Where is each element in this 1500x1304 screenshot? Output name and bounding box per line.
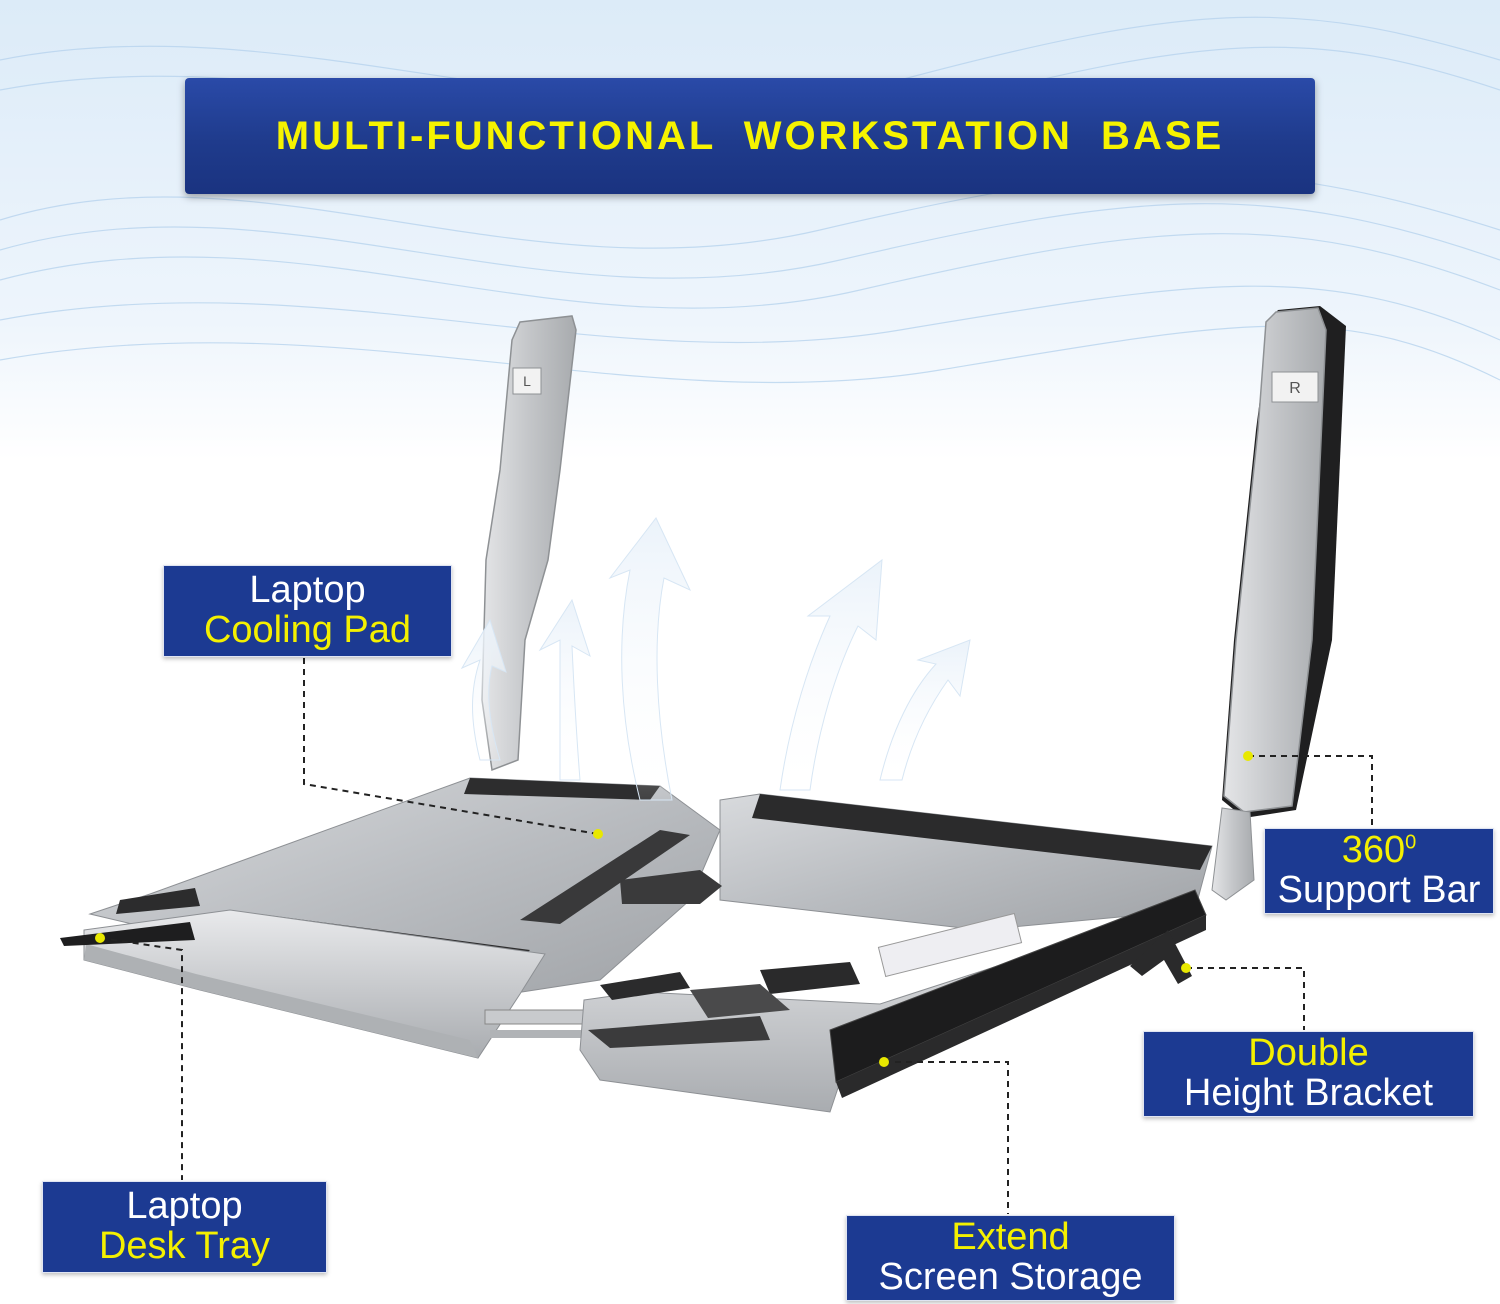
callout-cooling-pad-line1: Laptop [249,569,366,612]
callout-screen-storage-line2: Screen Storage [878,1256,1143,1298]
callout-desk-tray-line2: Desk Tray [98,1225,271,1267]
marker-dot-icon [879,1057,889,1067]
airflow-arrows [460,517,971,801]
airflow-arrow-icon [460,618,507,761]
workstation-base-body [60,777,1213,1113]
callout-height-bracket-line2: Height Bracket [1183,1072,1434,1114]
marker-dot-icon [1181,963,1191,973]
callout-screen-storage: Extend Screen Storage [846,1215,1175,1301]
right-support-arm: R [1211,306,1346,901]
callout-support-bar-line2: Support Bar [1277,869,1481,911]
leader-line-screen-storage [884,1061,1009,1214]
airflow-arrow-icon [538,598,591,781]
callout-screen-storage-line1: Extend [951,1216,1070,1259]
right-arm-label: R [1289,380,1301,397]
callout-cooling-pad-line2: Cooling Pad [203,609,412,651]
callout-height-bracket-line1: Double [1248,1032,1369,1075]
callout-height-bracket: Double Height Bracket [1143,1031,1474,1117]
callout-support-bar-line1: 3600 [1341,829,1417,872]
left-arm-label: L [523,373,531,389]
leader-line-height-bracket [1186,967,1305,1030]
leader-line-support-bar [1248,755,1373,826]
title-banner: MULTI-FUNCTIONAL WORKSTATION BASE [185,78,1315,194]
markers [95,751,1253,1067]
leader-lines [99,658,1373,1214]
leader-line-desk-tray [99,937,183,1180]
callout-desk-tray: Laptop Desk Tray [42,1181,327,1273]
banner-title: MULTI-FUNCTIONAL WORKSTATION BASE [275,113,1225,158]
callout-desk-tray-line1: Laptop [126,1185,243,1228]
callout-cooling-pad: Laptop Cooling Pad [163,565,452,657]
left-support-arm: L [481,315,577,772]
airflow-arrow-icon [608,517,692,801]
callout-support-bar: 3600 Support Bar [1264,828,1494,914]
marker-dot-icon [95,933,105,943]
wave-background [0,0,1500,460]
marker-dot-icon [593,829,603,839]
airflow-arrow-icon [879,639,971,781]
leader-line-cooling-pad [303,658,599,835]
airflow-arrow-icon [779,558,883,791]
marker-dot-icon [1243,751,1253,761]
